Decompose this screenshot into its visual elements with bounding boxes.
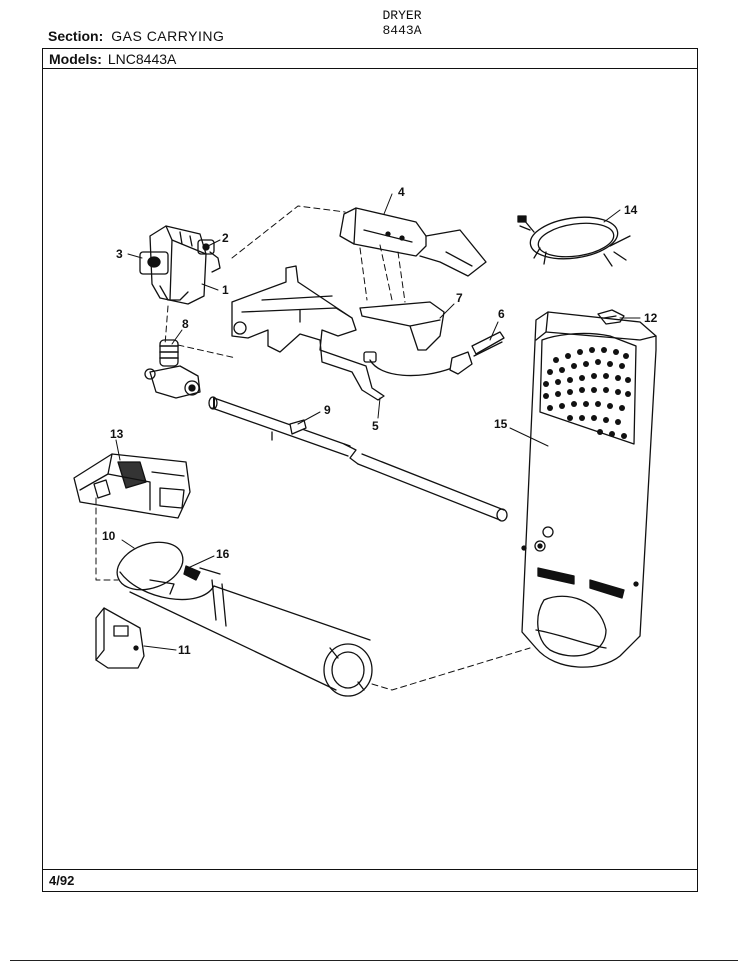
models-line: Models: LNC8443A [49, 51, 176, 67]
callout-3: 3 [116, 247, 123, 261]
igniter-bracket-part [339, 207, 487, 277]
igniter-part [363, 331, 505, 377]
section-line: Section: GAS CARRYING [48, 28, 224, 44]
callout-leaders [115, 193, 641, 651]
combustion-chamber-part [116, 541, 373, 697]
callout-9: 9 [324, 403, 331, 417]
burner-tube-part [208, 396, 508, 522]
burner-orifice-part [144, 339, 201, 399]
callout-16: 16 [216, 547, 230, 561]
page-bottom-rule [10, 960, 738, 961]
callout-4: 4 [398, 185, 405, 199]
igniter-shield-part [359, 301, 445, 351]
callout-15: 15 [494, 417, 508, 431]
chamber-support-part [95, 607, 145, 669]
section-value: GAS CARRYING [111, 28, 225, 44]
wire-harness-part [517, 215, 631, 267]
callout-2: 2 [222, 231, 229, 245]
section-label: Section: [48, 28, 104, 44]
document-header-right: DRYER 8443A [372, 8, 432, 38]
revision-date: 4/92 [49, 873, 75, 888]
callout-8: 8 [182, 317, 189, 331]
assembly-guide-lines [95, 205, 531, 691]
callout-5: 5 [372, 419, 379, 433]
callout-7: 7 [456, 291, 463, 305]
callout-6: 6 [498, 307, 505, 321]
appliance-type: DRYER [382, 8, 422, 23]
models-label: Models: [49, 51, 102, 67]
burner-bracket-part [231, 265, 385, 401]
diagram-frame: Models: LNC8443A 4/92 [42, 48, 698, 892]
model-code: 8443A [382, 23, 422, 38]
callout-1: 1 [222, 283, 229, 297]
footer-row: 4/92 [43, 869, 697, 891]
models-row: Models: LNC8443A [43, 49, 697, 69]
valve-cover-part [73, 453, 191, 519]
callout-10: 10 [102, 529, 116, 543]
retaining-clip-part [597, 309, 625, 325]
gas-valve-part [139, 225, 221, 305]
callout-11: 11 [178, 643, 191, 657]
callout-numbers: 1 2 3 4 5 6 7 8 9 10 11 12 13 14 15 16 [102, 185, 658, 657]
callout-12: 12 [644, 311, 658, 325]
burner-housing-part [521, 311, 657, 668]
callout-14: 14 [624, 203, 638, 217]
models-value: LNC8443A [107, 51, 177, 67]
callout-13: 13 [110, 427, 124, 441]
